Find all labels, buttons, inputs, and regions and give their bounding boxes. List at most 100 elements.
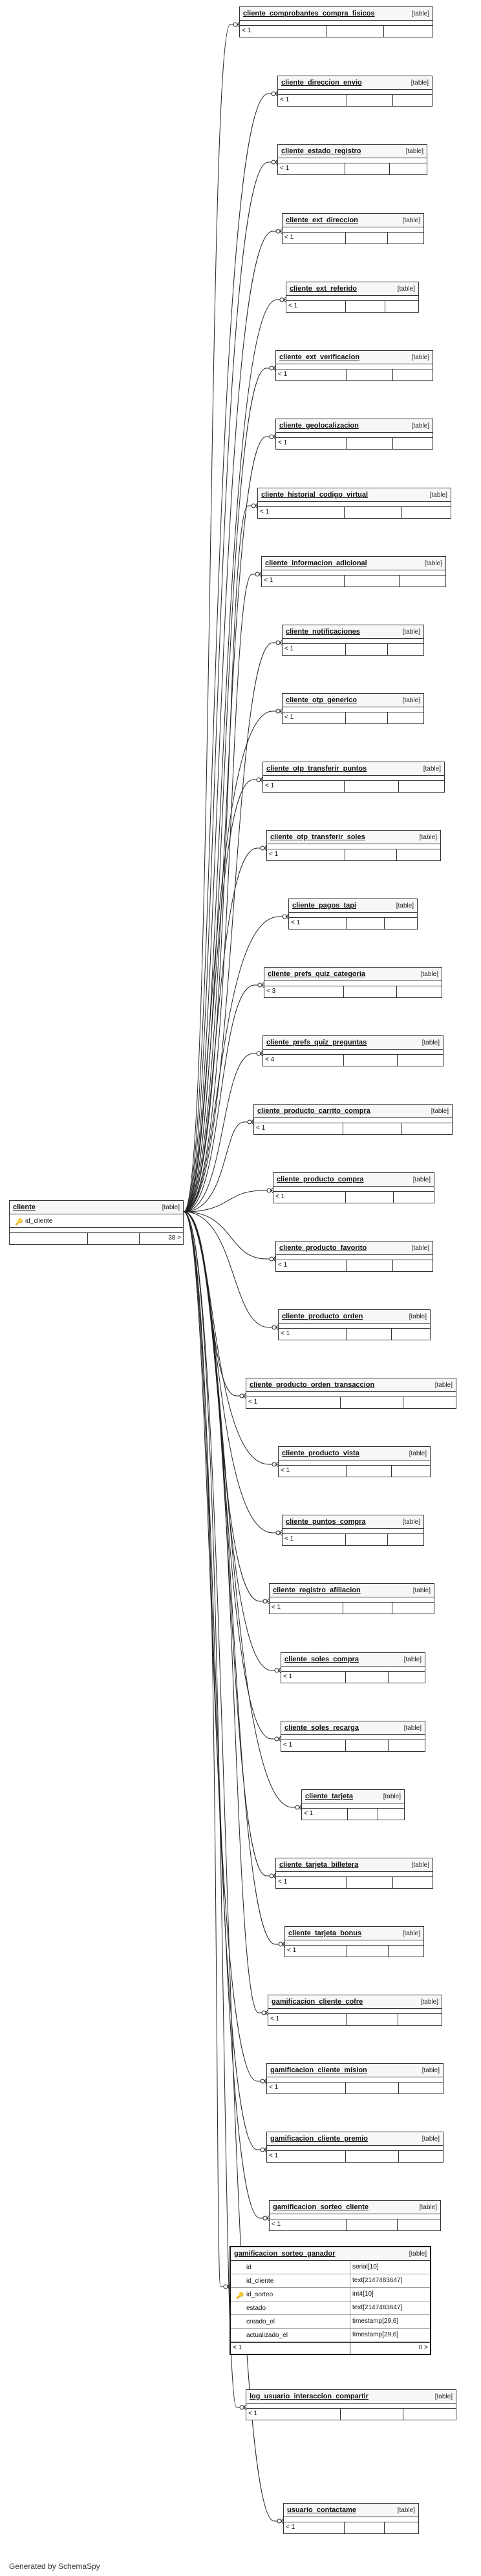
parents-count[interactable]: < 1 — [279, 1329, 347, 1340]
table-name[interactable]: cliente_pagos_tapi — [292, 902, 357, 909]
table-cliente-producto-orden-transaccion[interactable]: cliente_producto_orden_transaccion[table… — [246, 1378, 456, 1409]
table-name[interactable]: cliente_producto_carrito_compra — [257, 1107, 370, 1115]
table-cliente-ext-direccion[interactable]: cliente_ext_direccion[table]< 1 — [282, 213, 424, 244]
table-name[interactable]: cliente_producto_favorito — [279, 1244, 367, 1252]
table-cliente-soles-recarga[interactable]: cliente_soles_recarga[table]< 1 — [281, 1721, 425, 1752]
table-cliente-producto-compra[interactable]: cliente_producto_compra[table]< 1 — [273, 1172, 434, 1203]
table-gamificacion-cliente-mision[interactable]: gamificacion_cliente_mision[table]< 1 — [266, 2063, 444, 2094]
parents-count[interactable]: < 1 — [246, 2409, 341, 2420]
parents-count[interactable]: < 1 — [268, 2014, 347, 2025]
parents-count[interactable]: < 1 — [283, 233, 347, 244]
parents-count[interactable]: < 1 — [283, 1534, 347, 1545]
children-count[interactable]: 38 > — [168, 1234, 181, 1241]
table-gamificacion-cliente-premio[interactable]: gamificacion_cliente_premio[table]< 1 — [266, 2132, 444, 2163]
table-name[interactable]: cliente_tarjeta — [305, 1792, 353, 1800]
parents-count[interactable]: < 1 — [267, 2083, 347, 2093]
table-name[interactable]: cliente_soles_compra — [284, 1656, 359, 1663]
table-name[interactable]: cliente_producto_vista — [282, 1449, 359, 1457]
table-name[interactable]: cliente_otp_generico — [286, 696, 358, 704]
table-cliente-tarjeta-bonus[interactable]: cliente_tarjeta_bonus[table]< 1 — [284, 1926, 424, 1957]
parents-count[interactable]: < 1 — [283, 712, 347, 723]
table-name[interactable]: cliente_otp_transferir_puntos — [266, 765, 367, 773]
table-cliente-pagos-tapi[interactable]: cliente_pagos_tapi[table]< 1 — [288, 898, 418, 930]
parents-count[interactable]: < 1 — [278, 163, 345, 174]
table-cliente-otp-transferir-puntos[interactable]: cliente_otp_transferir_puntos[table]< 1 — [262, 762, 445, 793]
table-name[interactable]: cliente_estado_registro — [281, 147, 361, 155]
table-cliente-geolocalizacion[interactable]: cliente_geolocalizacion[table]< 1 — [275, 419, 433, 450]
table-usuario-contactame[interactable]: usuario_contactame[table]< 1 — [283, 2503, 419, 2534]
table-name[interactable]: gamificacion_sorteo_ganador — [234, 2250, 336, 2258]
table-name[interactable]: cliente_geolocalizacion — [279, 422, 359, 430]
parents-count[interactable]: < 1 — [284, 2522, 345, 2533]
table-cliente-informacion-adicional[interactable]: cliente_informacion_adicional[table]< 1 — [261, 556, 446, 587]
table-gamificacion-cliente-cofre[interactable]: gamificacion_cliente_cofre[table]< 1 — [268, 1995, 442, 2026]
parents-count[interactable]: < 1 — [276, 1877, 347, 1888]
table-log-usuario-interaccion-compartir[interactable]: log_usuario_interaccion_compartir[table]… — [246, 2389, 456, 2420]
table-cliente-producto-favorito[interactable]: cliente_producto_favorito[table]< 1 — [275, 1241, 433, 1272]
table-cliente-otp-generico[interactable]: cliente_otp_generico[table]< 1 — [282, 693, 424, 724]
table-name[interactable]: cliente_prefs_quiz_preguntas — [266, 1039, 367, 1046]
table-cliente-producto-vista[interactable]: cliente_producto_vista[table]< 1 — [278, 1446, 431, 1477]
table-name[interactable]: gamificacion_cliente_premio — [270, 2135, 368, 2143]
table-name[interactable]: cliente — [13, 1203, 36, 1211]
parents-count[interactable]: < 1 — [276, 438, 347, 449]
parents-count[interactable]: < 1 — [289, 918, 347, 929]
table-name[interactable]: cliente_notificaciones — [286, 628, 360, 636]
table-cliente-puntos-compra[interactable]: cliente_puntos_compra[table]< 1 — [282, 1515, 424, 1546]
table-name[interactable]: cliente_comprobantes_compra_fisicos — [243, 10, 375, 17]
table-cliente-tarjeta[interactable]: cliente_tarjeta[table]< 1 — [301, 1789, 405, 1820]
parents-count[interactable]: < 1 — [246, 1397, 341, 1408]
table-name[interactable]: cliente_ext_referido — [290, 285, 357, 293]
table-name[interactable]: cliente_registro_afiliacion — [273, 1586, 361, 1594]
parents-count[interactable]: < 1 — [240, 26, 327, 37]
table-name[interactable]: gamificacion_cliente_cofre — [272, 1998, 363, 2006]
table-name[interactable]: cliente_puntos_compra — [286, 1518, 366, 1526]
table-cliente[interactable]: cliente [table] 🔑id_cliente 38 > — [9, 1200, 184, 1245]
table-name[interactable]: cliente_ext_direccion — [286, 216, 358, 224]
table-name[interactable]: usuario_contactame — [287, 2506, 356, 2514]
table-name[interactable]: cliente_prefs_quiz_categoria — [268, 970, 366, 978]
parents-count[interactable]: < 1 — [267, 849, 345, 860]
parents-count[interactable]: < 1 — [278, 95, 348, 106]
table-name[interactable]: cliente_tarjeta_bonus — [288, 1929, 362, 1937]
parents-count[interactable]: < 1 — [263, 781, 345, 792]
table-cliente-producto-orden[interactable]: cliente_producto_orden[table]< 1 — [278, 1309, 431, 1340]
table-name[interactable]: cliente_ext_verificacion — [279, 353, 360, 361]
table-name[interactable]: cliente_producto_compra — [277, 1176, 364, 1183]
parents-count[interactable]: < 1 — [302, 1809, 348, 1820]
parents-count[interactable]: < 1 — [281, 1740, 346, 1751]
parents-count[interactable]: < 1 — [258, 507, 345, 518]
parents-count[interactable]: < 1 — [270, 1603, 344, 1614]
table-cliente-producto-carrito-compra[interactable]: cliente_producto_carrito_compra[table]< … — [253, 1104, 453, 1135]
table-name[interactable]: cliente_direccion_envio — [281, 79, 362, 87]
table-cliente-estado-registro[interactable]: cliente_estado_registro[table]< 1 — [277, 144, 427, 175]
table-name[interactable]: gamificacion_sorteo_cliente — [273, 2203, 369, 2211]
parents-count[interactable]: < 1 — [276, 369, 347, 380]
table-cliente-historial-codigo-virtual[interactable]: cliente_historial_codigo_virtual[table]<… — [257, 488, 451, 519]
parents-count[interactable]: < 1 — [276, 1260, 347, 1271]
table-name[interactable]: cliente_historial_codigo_virtual — [261, 491, 369, 499]
table-cliente-comprobantes-compra-fisicos[interactable]: cliente_comprobantes_compra_fisicos[tabl… — [239, 6, 433, 37]
parents-count[interactable]: < 1 — [254, 1123, 343, 1134]
table-name[interactable]: cliente_informacion_adicional — [265, 559, 367, 567]
parents-count[interactable]: < 1 — [262, 576, 345, 587]
parents-count[interactable]: < 1 — [273, 1192, 346, 1203]
table-name[interactable]: cliente_producto_orden — [282, 1313, 363, 1320]
parents-count[interactable]: < 1 — [281, 1672, 346, 1683]
table-cliente-notificaciones[interactable]: cliente_notificaciones[table]< 1 — [282, 625, 424, 656]
table-name[interactable]: cliente_producto_orden_transaccion — [250, 1381, 375, 1389]
parents-count[interactable]: < 1 — [286, 301, 346, 312]
parents-count[interactable]: < 1 — [283, 644, 347, 655]
children-count[interactable]: 0 > — [418, 2344, 429, 2351]
table-cliente-registro-afiliacion[interactable]: cliente_registro_afiliacion[table]< 1 — [269, 1583, 434, 1614]
table-gamificacion-sorteo-cliente[interactable]: gamificacion_sorteo_cliente[table]< 1 — [269, 2200, 441, 2231]
table-cliente-tarjeta-billetera[interactable]: cliente_tarjeta_billetera[table]< 1 — [275, 1858, 433, 1889]
parents-count[interactable]: < 3 — [264, 986, 345, 997]
parents-count[interactable]: < 4 — [263, 1055, 345, 1066]
table-name[interactable]: log_usuario_interaccion_compartir — [250, 2393, 369, 2400]
parents-count[interactable]: < 1 — [279, 1466, 347, 1477]
table-name[interactable]: cliente_soles_recarga — [284, 1724, 359, 1732]
table-name[interactable]: cliente_otp_transferir_soles — [270, 833, 365, 841]
table-cliente-prefs-quiz-categoria[interactable]: cliente_prefs_quiz_categoria[table]< 3 — [264, 967, 442, 998]
